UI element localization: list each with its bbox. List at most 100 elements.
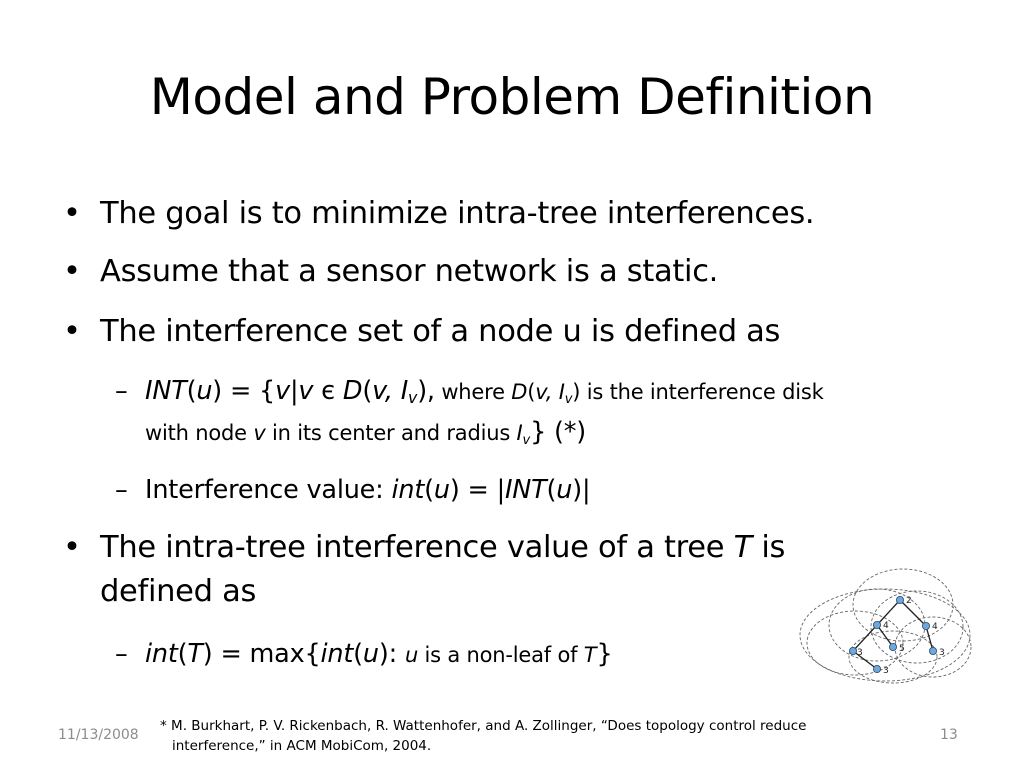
sub-bullet-marker: – [115, 475, 128, 505]
node-label: 5 [899, 644, 905, 654]
footnote-line: * M. Burkhart, P. V. Rickenbach, R. Watt… [160, 718, 807, 734]
formula-text: I [516, 421, 523, 445]
node-label: 4 [932, 622, 938, 632]
int-definition: INT(u) = {v|v є D(v, Iv), where D(v, Iv)… [145, 371, 964, 453]
sensor-node [896, 595, 905, 604]
sub-bullet-marker: – [115, 639, 128, 669]
formula-text: v [253, 421, 266, 445]
footnote-line: interference,” in ACM MobiCom, 2004. [172, 738, 432, 754]
footer-date: 11/13/2008 [58, 727, 139, 743]
node-label: 3 [939, 648, 945, 658]
formula-text: is [751, 530, 786, 565]
formula-text: u [196, 376, 213, 406]
formula-text: u [404, 643, 419, 667]
formula-text: ( [362, 376, 373, 406]
node-label: 3 [857, 648, 863, 658]
formula-text: in its center and radius [265, 421, 517, 445]
interference-circle [870, 590, 964, 664]
footnote: * M. Burkhart, P. V. Rickenbach, R. Watt… [160, 716, 860, 756]
formula-text: T [733, 530, 753, 565]
formula-text: )| [572, 475, 591, 505]
formula-text: defined as [100, 574, 257, 609]
formula-text: int [145, 639, 178, 669]
formula-text: є [313, 376, 343, 406]
formula-text: where [434, 380, 512, 404]
formula-text: v [522, 433, 531, 448]
bullet-marker: • [63, 530, 81, 565]
formula-text: ( [353, 639, 363, 669]
formula-text: ( [186, 376, 197, 406]
bullet-item: • The interference set of a node u is de… [63, 310, 984, 354]
formula-text: v [408, 388, 418, 407]
formula-text: | [289, 376, 299, 406]
bullet-text: The interference set of a node u is defi… [100, 314, 781, 349]
formula-text: D [511, 380, 528, 404]
formula-text: u [556, 475, 573, 505]
formula-text: v [298, 376, 314, 406]
sensor-node [873, 665, 882, 674]
interference-circle [806, 610, 904, 676]
interference-network-diagram: 2 4 4 3 5 3 3 [799, 568, 972, 684]
formula-text: ( [177, 639, 188, 669]
formula-text: ) = | [449, 475, 505, 505]
sub-bullet-item: – int(T) = max{int(u): u is a non-leaf o… [115, 634, 964, 675]
bullet-marker: • [63, 254, 81, 289]
formula-text: ( [546, 475, 557, 505]
sensor-node [889, 643, 898, 652]
bullet-text: Assume that a sensor network is a static… [100, 254, 719, 289]
formula-text: v, I [535, 380, 565, 404]
formula-text: INT [145, 376, 187, 406]
formula-text: ) = max{ [202, 639, 321, 669]
bullet-item: • The goal is to minimize intra-tree int… [63, 192, 984, 236]
node-label: 4 [883, 621, 889, 631]
tree-edge [852, 650, 878, 670]
formula-text: u [362, 639, 379, 669]
sensor-node [849, 647, 858, 656]
formula-text: The intra-tree interference value of a t… [100, 530, 734, 565]
bullet-marker: • [63, 196, 81, 231]
formula-text: ): [378, 639, 405, 669]
formula-text: INT [504, 475, 547, 505]
bullet-text: The intra-tree interference value of a t… [100, 526, 984, 614]
formula-text: T [583, 643, 597, 667]
formula-text: v [564, 392, 573, 407]
tree-edge [876, 624, 894, 648]
slide-number: 13 [940, 727, 958, 743]
formula-text: ( [424, 475, 434, 505]
interference-circle [799, 588, 971, 682]
formula-text: int [320, 639, 354, 669]
bullet-item: • The intra-tree interference value of a… [63, 526, 984, 614]
tree-edge [899, 599, 927, 627]
tree-edge [876, 599, 901, 626]
tree-edge [852, 624, 878, 652]
formula-text: int [391, 475, 425, 505]
formula-text: T [187, 639, 203, 669]
formula-text: v [275, 376, 290, 406]
formula-text: v, I [372, 376, 409, 406]
formula-text: } (*) [530, 417, 587, 447]
sub-bullet-marker: – [115, 376, 128, 406]
tree-edge [925, 625, 934, 652]
node-label: 2 [906, 596, 912, 606]
formula-text: ) is the interference disk [572, 380, 824, 404]
formula-text: D [342, 376, 363, 406]
interference-circle [852, 568, 954, 642]
sensor-node [922, 622, 931, 631]
interference-value: Interference value: int(u) = |INT(u)| [145, 470, 964, 510]
node-label: 3 [883, 666, 889, 676]
sensor-node [873, 621, 882, 630]
sensor-node [928, 647, 937, 656]
formula-text: ) = { [212, 376, 276, 406]
sub-bullet-item: – INT(u) = {v|v є D(v, Iv), where D(v, I… [115, 371, 964, 453]
formula-text: with node [145, 421, 254, 445]
formula-text: ), [417, 376, 435, 406]
interference-circle [848, 630, 938, 684]
tree-interference-formula: int(T) = max{int(u): u is a non-leaf of … [145, 634, 964, 675]
slide-title: Model and Problem Definition [149, 68, 875, 126]
bullet-item: • Assume that a sensor network is a stat… [63, 250, 984, 294]
formula-text: ( [527, 380, 536, 404]
sub-bullet-item: – Interference value: int(u) = |INT(u)| [115, 470, 964, 510]
formula-text: } [596, 639, 613, 669]
bullet-marker: • [63, 314, 81, 349]
bullet-text: The goal is to minimize intra-tree inter… [100, 196, 815, 231]
